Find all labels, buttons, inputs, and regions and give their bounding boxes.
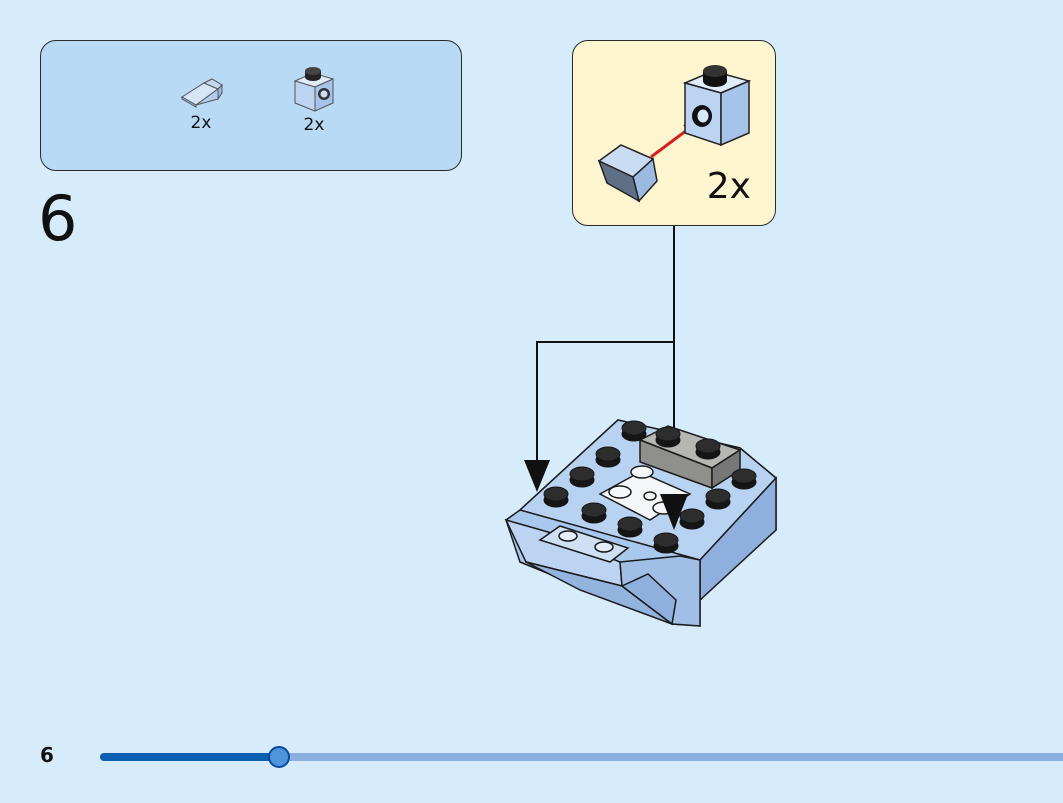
subassembly-callout: 2x	[572, 40, 776, 226]
progress-bar	[100, 746, 1063, 768]
subassembly-illustration	[597, 65, 752, 203]
placement-arrows	[524, 460, 688, 530]
part-quantity: 2x	[303, 115, 325, 135]
stud-side-brick-icon	[293, 67, 335, 112]
progress-fill	[100, 753, 279, 761]
progress-knob[interactable]	[268, 746, 290, 768]
stud-side-brick-icon	[682, 65, 752, 147]
part-quantity: 2x	[190, 113, 212, 133]
arrow-down-icon	[524, 460, 550, 492]
slope-brick-icon	[597, 144, 658, 203]
step-number: 6	[38, 182, 78, 255]
callout-quantity: 2x	[706, 166, 751, 207]
parts-list-box: 2x 2x	[40, 40, 462, 171]
parts-list-item: 2x	[284, 65, 344, 135]
studs	[543, 420, 757, 554]
arrow-down-icon	[660, 494, 688, 530]
parts-list-item: 2x	[171, 69, 231, 133]
slope-brick-icon	[181, 78, 223, 108]
page-number: 6	[40, 743, 54, 767]
